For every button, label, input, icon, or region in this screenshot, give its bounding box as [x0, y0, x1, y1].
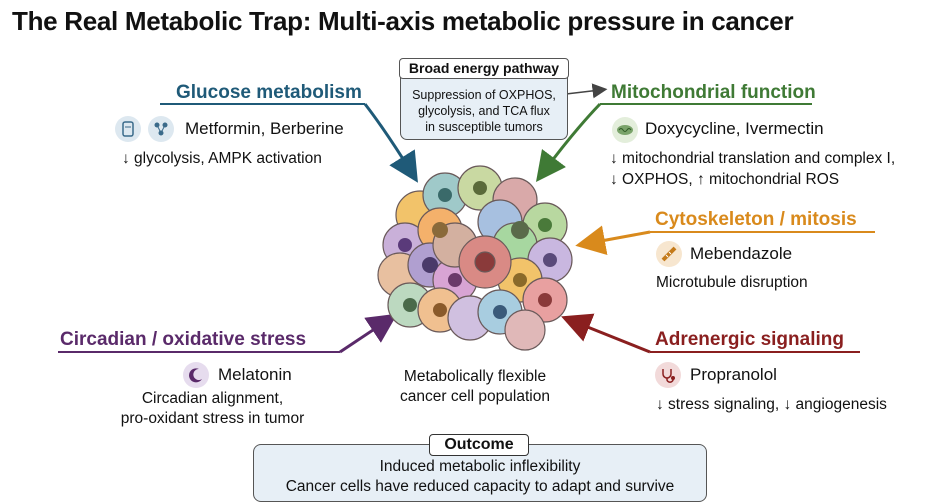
center-label-1: Metabolically flexible: [403, 368, 547, 385]
center-label-2: cancer cell population: [400, 388, 550, 405]
cyto-arrow: [575, 225, 651, 256]
circadian-effect-1: Circadian alignment,: [141, 390, 284, 407]
microtubule-icon: [656, 241, 682, 267]
adrenergic-drug: Propranolol: [690, 365, 777, 384]
adrenergic-heading: Adrenergic signaling: [655, 329, 844, 350]
circadian-drug: Melatonin: [218, 365, 292, 384]
stethoscope-icon: [655, 362, 681, 388]
broad-line-3: in susceptible tumors: [425, 120, 543, 134]
outcome-box: Outcome Induced metabolic inflexibility …: [253, 434, 707, 502]
glucose-heading: Glucose metabolism: [176, 82, 362, 103]
adrenergic-arrow: [561, 313, 651, 354]
mito-drugs: Doxycycline, Ivermectin: [645, 119, 824, 138]
mito-effect-1: ↓ mitochondrial translation and complex …: [610, 150, 896, 167]
adrenergic-effect: ↓ stress signaling, ↓ angiogenesis: [656, 396, 887, 413]
pill-bottle-icon: [115, 116, 141, 142]
broad-line-2: glycolysis, and TCA flux: [418, 104, 550, 118]
mito-arrow: [535, 102, 602, 182]
glucose-effect: ↓ glycolysis, AMPK activation: [122, 150, 322, 167]
glucose-drugs: Metformin, Berberine: [185, 119, 344, 138]
outcome-line-2: Cancer cells have reduced capacity to ad…: [285, 478, 675, 495]
broad-line-1: Suppression of OXPHOS,: [412, 88, 556, 102]
broad-arrow: [565, 83, 608, 99]
mitochondria-icon: [612, 117, 638, 143]
outcome-title: Outcome: [429, 434, 529, 456]
outcome-line-1: Induced metabolic inflexibility: [379, 458, 581, 475]
broad-energy-title: Broad energy pathway: [399, 58, 569, 79]
broad-energy-description: Suppression of OXPHOS, glycolysis, and T…: [405, 87, 563, 135]
molecule-icon: [148, 116, 174, 142]
glucose-arrow: [363, 103, 418, 183]
page-title: The Real Metabolic Trap: Multi-axis meta…: [12, 6, 794, 36]
cancer-cell-cluster: [377, 165, 573, 351]
mito-heading: Mitochondrial function: [611, 82, 816, 103]
circadian-effect-2: pro-oxidant stress in tumor: [120, 410, 305, 427]
circadian-arrow: [339, 313, 398, 354]
cyto-drug: Mebendazole: [690, 244, 793, 263]
circadian-heading: Circadian / oxidative stress: [60, 329, 307, 350]
moon-icon: [183, 362, 209, 388]
cyto-heading: Cytoskeleton / mitosis: [655, 209, 857, 230]
mito-effect-2: ↓ OXPHOS, ↑ mitochondrial ROS: [610, 171, 840, 188]
cyto-effect: Microtubule disruption: [656, 274, 808, 291]
broad-energy-box: Broad energy pathway Suppression of OXPH…: [399, 58, 569, 140]
